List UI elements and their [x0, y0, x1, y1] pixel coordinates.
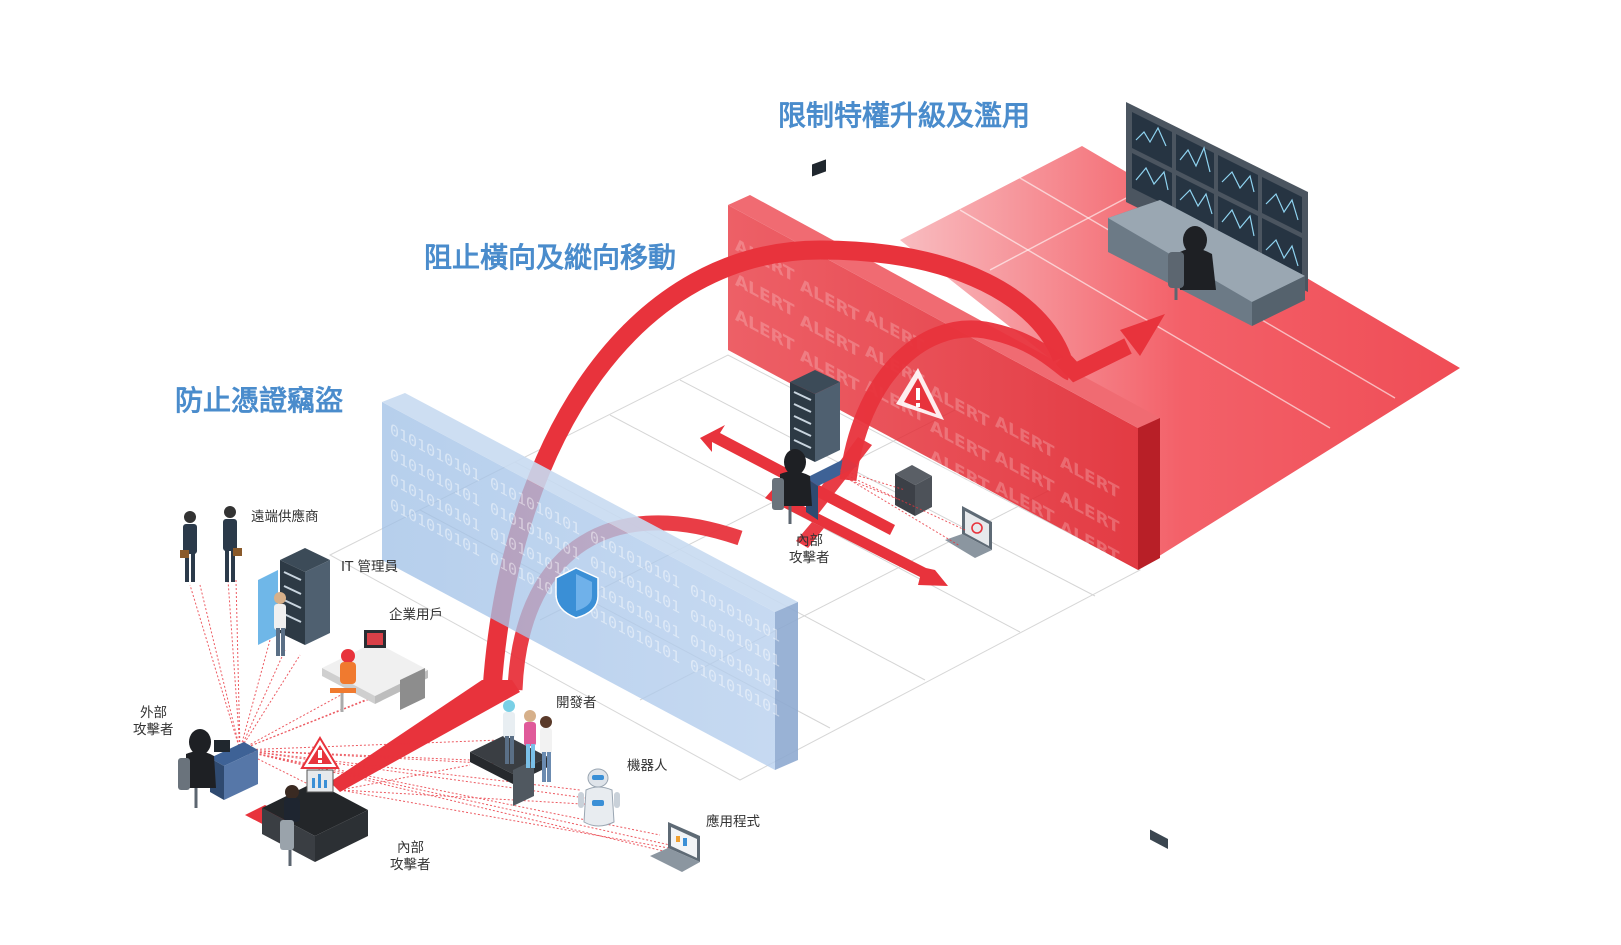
credential-wall: 0101010101 0101010101 0101010101 0101010… [382, 393, 798, 770]
title-privilege-escalation: 限制特權升級及濫用 [778, 99, 1030, 132]
robot-icon [578, 768, 620, 827]
label-enterprise-user: 企業用戶 [389, 606, 443, 623]
laptop-icon [650, 822, 700, 872]
label-application: 應用程式 [706, 813, 760, 830]
path-to-control [1055, 338, 1132, 383]
label-internal-attacker-bottom-2: 攻擊者 [390, 856, 431, 873]
label-internal-attacker-mid-1: 內部 [796, 533, 823, 549]
alert-wall-side [1138, 418, 1160, 570]
floor-red-zone [900, 146, 1460, 568]
it-admin-figure [258, 548, 330, 656]
developer-group [470, 700, 552, 806]
warning-icon [896, 368, 944, 420]
internal-attacker-station [772, 159, 858, 524]
internal-attacker-desk [245, 769, 368, 866]
warning-icon [300, 736, 340, 769]
businessman-icon [180, 511, 197, 582]
label-external-attacker-2: 攻擊者 [133, 721, 174, 738]
laptop-icon [945, 506, 992, 558]
credential-wall-side [775, 602, 798, 770]
shield-icon [555, 567, 599, 619]
enterprise-user-desk [322, 630, 428, 712]
label-external-attacker-1: 外部 [140, 705, 167, 721]
label-internal-attacker-mid-2: 攻擊者 [789, 549, 830, 566]
title-lateral-movement: 阻止橫向及縱向移動 [424, 241, 676, 274]
control-room [1108, 102, 1308, 850]
label-it-admin: IT 管理員 [341, 559, 398, 575]
path-arrowhead [1120, 314, 1165, 356]
base-path [330, 680, 520, 792]
label-remote-vendor: 遠端供應商 [251, 508, 319, 525]
hooded-hacker-icon [1168, 226, 1216, 300]
label-robot: 機器人 [627, 758, 668, 774]
external-attacker-station [178, 729, 258, 808]
cpu-tower-icon [895, 465, 932, 516]
hooded-hacker-icon [178, 729, 216, 808]
businessman-icon [223, 506, 242, 582]
path-inner-arc [839, 320, 1074, 482]
monitor-wall-icon [1126, 102, 1308, 292]
title-credential-theft: 防止憑證竊盜 [175, 384, 343, 417]
server-rack-icon [790, 370, 840, 462]
credential-wall-top [382, 393, 798, 612]
alert-wall-front [728, 205, 1138, 570]
label-developer: 開發者 [556, 695, 597, 711]
hooded-hacker-icon [772, 449, 812, 524]
label-internal-attacker-bottom-1: 內部 [397, 840, 424, 856]
